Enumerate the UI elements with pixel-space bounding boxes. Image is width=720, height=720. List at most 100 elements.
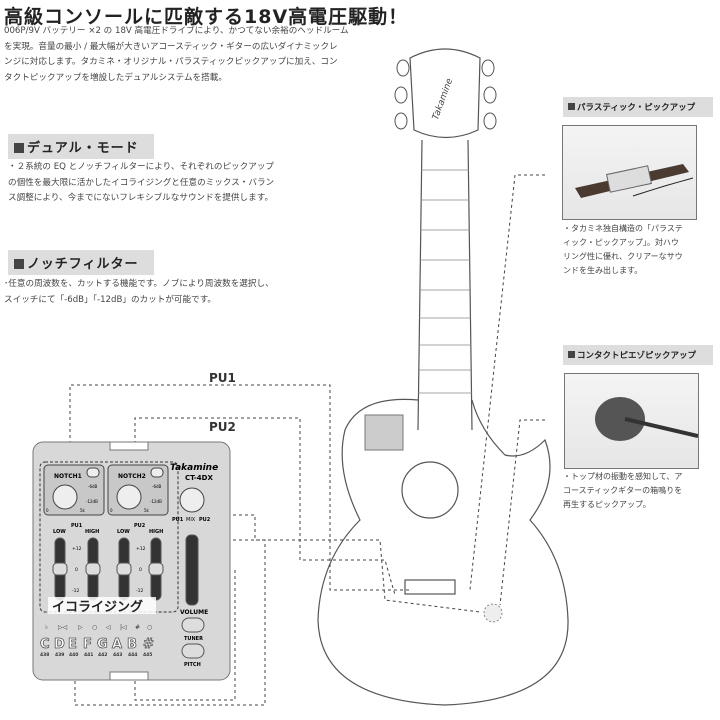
freq: 441 (84, 652, 93, 658)
page-title: 高級コンソールに匹敵する18V高電圧駆動！ (4, 6, 409, 28)
dual-mode-text: ・２系統の EQ とノッチフィルターにより、それぞれのピックアップ の個性を最大… (8, 160, 338, 207)
headstock-logo: Takamine (431, 77, 455, 122)
freq: 443 (113, 652, 122, 658)
tuning-pegs (394, 59, 497, 130)
tuner-symbol: ○ (92, 624, 97, 631)
tuner-symbol: ♭ (45, 624, 48, 631)
volume-label: VOLUME (180, 609, 208, 616)
knob-min: 0 (110, 508, 113, 513)
text-line: スイッチにて「-6dB」「-12dB」のカットが可能です。 (4, 294, 217, 305)
text-line: ィック・ピックアップ」。対ハウ (563, 238, 679, 247)
bridge-saddle-icon (575, 164, 694, 198)
tuner-button[interactable] (181, 617, 205, 633)
note: F (83, 637, 92, 652)
db12-label: -12dB (150, 499, 162, 504)
note: G (97, 637, 108, 652)
preamp-brand: Takamine (170, 463, 218, 473)
note: C (40, 637, 50, 652)
pitch-label: PITCH (184, 662, 201, 668)
note: B (127, 637, 137, 652)
freq: 442 (98, 652, 107, 658)
text-line: ス調整により、今までにないフレキシブルなサウンドを提供します。 (8, 193, 274, 203)
contact-piezo-heading: コンタクトピエゾピックアップ (563, 345, 713, 365)
dual-mode-heading: デュアル・モード (8, 134, 154, 159)
db12-label: -12dB (86, 499, 98, 504)
notch1-knob[interactable] (52, 484, 78, 510)
palathetic-heading: パラスティック・ピックアップ (563, 97, 713, 117)
pitch-button[interactable] (181, 643, 205, 659)
intro-line: タクトピックアップを増設したデュアルシステムを搭載。 (4, 72, 227, 83)
preamp-location (364, 414, 404, 451)
notch1-label: NOTCH1 (54, 473, 82, 480)
scale-minus12: -12 (136, 588, 143, 594)
text-line: リング性に優れ、クリアーなサウ (563, 252, 683, 261)
knob-max: 5k (144, 508, 150, 513)
pu1-tag: PU1 (71, 523, 83, 529)
guitar-outline (317, 48, 569, 706)
notch-filter-heading: ノッチフィルター (8, 250, 154, 275)
scale-minus12: -12 (72, 588, 79, 594)
wiring-lines (69, 174, 545, 706)
db6-label: -6dB (152, 484, 162, 489)
heading-text: デュアル・モード (27, 141, 139, 156)
frets (418, 169, 472, 394)
heading-text: コンタクトピエゾピックアップ (577, 351, 697, 361)
contact-text: ・トップ材の振動を感知して、ア コースティックギターの箱鳴りを 再生するピックア… (563, 470, 703, 512)
text-line: 再生するピックアップ。 (563, 500, 651, 509)
pu2-tag: PU2 (134, 523, 146, 529)
volume-slider[interactable] (185, 534, 199, 606)
text-line: ンドを生み出します。 (563, 266, 643, 275)
preamp-model: CT-4DX (185, 474, 213, 482)
freq: 445 (143, 652, 152, 658)
tuner-symbol: ○ (147, 624, 152, 631)
tuner-symbol: ◁ (106, 624, 111, 631)
tuner-indicators: ♭ ▷◁ ▷ ○ ◁ |◁ # ○ (45, 624, 152, 631)
tuner-symbol: |◁ (120, 624, 127, 631)
low-label: LOW (117, 529, 130, 535)
scale-zero: 0 (75, 567, 78, 573)
high-label: HIGH (149, 529, 163, 535)
palathetic-text: ・タカミネ独自構造の「パラステ ィック・ピックアップ」。対ハウ リング性に優れ、… (563, 222, 703, 278)
piezo-disc-icon (595, 397, 699, 441)
mix-knob[interactable] (179, 487, 205, 513)
mix-pu2: PU2 (199, 517, 211, 523)
palathetic-pickup-photo (562, 125, 697, 220)
mix-pu1: PU1 (172, 517, 184, 523)
notch2-knob[interactable] (116, 484, 142, 510)
intro-text: 006P/9V バッテリー ×2 の 18V 高電圧ドライブにより、かつてない余… (4, 24, 404, 86)
notch2-label: NOTCH2 (118, 473, 146, 480)
tuner-symbol: # (135, 624, 140, 631)
mix-label: MIX (186, 517, 196, 523)
equalizing-label: イコライジング (52, 599, 143, 615)
high-label: HIGH (85, 529, 99, 535)
text-line: ・タカミネ独自構造の「パラステ (563, 224, 683, 233)
db6-label: -6dB (88, 484, 98, 489)
pu2-label: PU2 (209, 420, 236, 434)
tuner-symbol: ▷◁ (58, 624, 68, 631)
scale-plus12: +12 (136, 546, 146, 552)
freq: 439 (55, 652, 64, 658)
tuner-symbol: ▷ (78, 624, 83, 631)
text-line: コースティックギターの箱鳴りを (563, 486, 683, 495)
intro-line: 006P/9V バッテリー ×2 の 18V 高電圧ドライブにより、かつてない余… (4, 26, 349, 36)
freq: 438 (40, 652, 49, 658)
contact-pickup-photo (564, 373, 699, 469)
freq: 444 (128, 652, 137, 658)
preamp-panel: NOTCH1 NOTCH2 0 5k 0 5k -6dB -12dB -6dB … (32, 441, 231, 681)
notch-filter-text: ･任意の周波数を、カットする機能です。ノブにより周波数を選択し、 スイッチにて「… (4, 277, 334, 308)
note: E (68, 637, 77, 652)
notch2-switch[interactable] (150, 467, 164, 478)
scale-zero: 0 (139, 567, 142, 573)
freq: 440 (69, 652, 78, 658)
heading-text: ノッチフィルター (27, 257, 139, 272)
pu1-label: PU1 (209, 371, 236, 385)
knob-min: 0 (46, 508, 49, 513)
text-line: の個性を最大限に活かしたイコライジングと任意のミックス・バラン (8, 177, 275, 188)
notch1-switch[interactable] (86, 467, 100, 478)
note: # (143, 637, 154, 652)
tuner-label: TUNER (184, 636, 203, 642)
scale-plus12: +12 (72, 546, 82, 552)
note-letters: C D E F G A B # (40, 637, 155, 653)
text-line: ・トップ材の振動を感知して、ア (563, 472, 683, 481)
